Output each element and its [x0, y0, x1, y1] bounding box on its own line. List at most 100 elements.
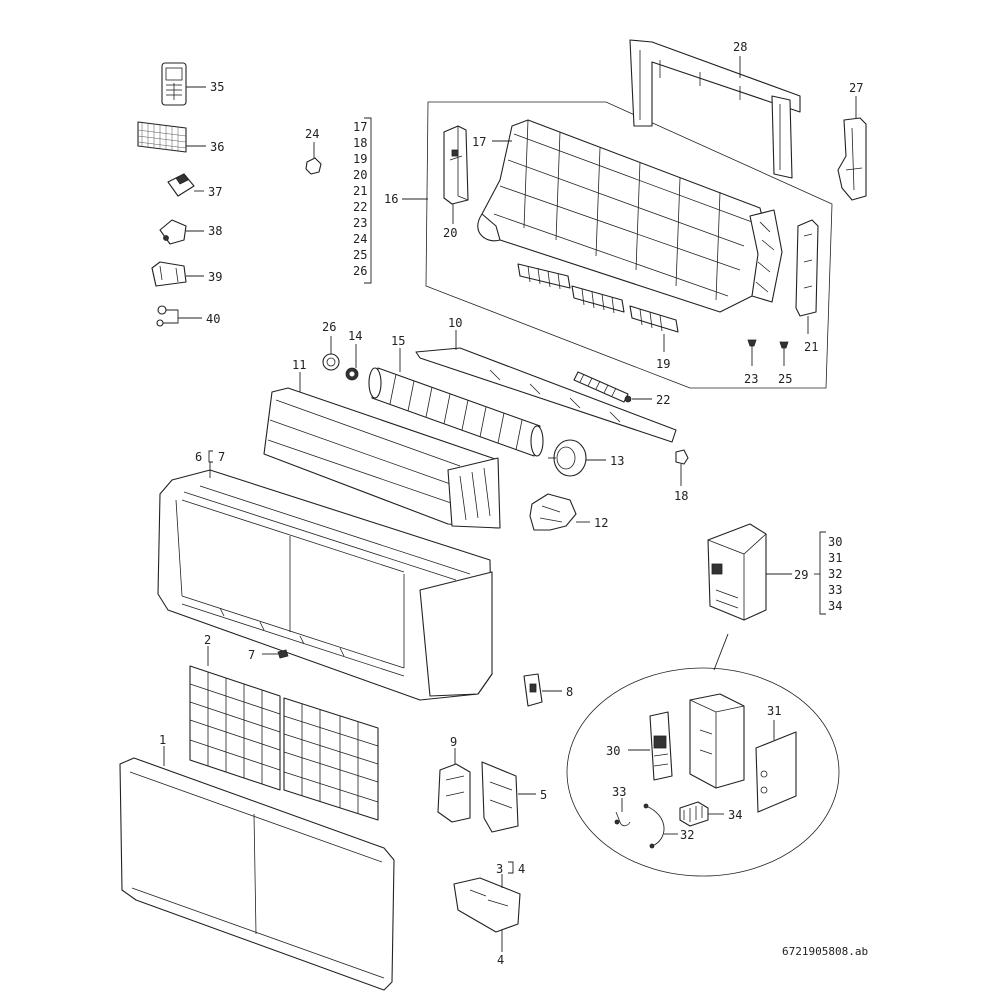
- connector-34: [679, 801, 709, 827]
- heat-exchanger-11: [263, 387, 501, 529]
- label-36: 36: [210, 140, 224, 154]
- bracket-27: [837, 117, 867, 201]
- label-12: 12: [594, 516, 608, 530]
- front-panel-1: [119, 757, 395, 991]
- group-29-list: 30 31 32 33 34: [819, 531, 842, 615]
- screw-25: [779, 341, 789, 366]
- air-filter-2: [189, 665, 379, 821]
- g29-item-1: 30: [828, 535, 842, 549]
- g16-item-9: 25: [353, 248, 367, 262]
- label-29: 29: [794, 568, 808, 582]
- label-20: 20: [443, 226, 457, 240]
- label-4: 4: [497, 953, 504, 967]
- label-28: 28: [733, 40, 747, 54]
- label-9: 9: [450, 735, 457, 749]
- fan-motor-13: [548, 439, 587, 477]
- g29-item-4: 33: [828, 583, 842, 597]
- g16-item-8: 24: [353, 232, 367, 246]
- louvers-19: [517, 263, 679, 333]
- shaft-22: [573, 371, 632, 403]
- label-3: 3: [496, 862, 503, 876]
- g29-item-2: 31: [828, 551, 842, 565]
- pcb-30: [649, 711, 673, 781]
- label-5: 5: [540, 788, 547, 802]
- caps-40: [156, 305, 202, 327]
- g16-item-5: 21: [353, 184, 367, 198]
- side-bracket-21: [795, 219, 819, 317]
- label-26: 26: [322, 320, 336, 334]
- label-33: 33: [612, 785, 626, 799]
- label-2: 2: [204, 633, 211, 647]
- label-40: 40: [206, 312, 220, 326]
- module-9: [437, 763, 471, 823]
- chassis-17: [477, 119, 783, 313]
- label-7-upper: 7: [218, 450, 225, 464]
- label-34: 34: [728, 808, 742, 822]
- clip-7: [277, 649, 289, 659]
- label-17: 17: [472, 135, 486, 149]
- label-4-upper: 4: [518, 862, 525, 876]
- g16-item-7: 23: [353, 216, 367, 230]
- label-35: 35: [210, 80, 224, 94]
- g29-item-3: 32: [828, 567, 842, 581]
- main-housing-6: [157, 469, 493, 701]
- label-22: 22: [656, 393, 670, 407]
- control-box-29: [707, 523, 767, 621]
- terminal-3: [453, 877, 521, 933]
- side-cover-20: [443, 125, 469, 205]
- clip-38: [159, 219, 187, 245]
- sensor-32: [643, 803, 665, 849]
- label-38: 38: [208, 224, 222, 238]
- remote-control-35: [161, 62, 187, 106]
- detail-circle: [566, 667, 840, 877]
- group-16-list: 17 18 19 20 21 22 23 24 25 26: [353, 117, 372, 284]
- label-10: 10: [448, 316, 462, 330]
- screw-23: [747, 339, 757, 366]
- label-24: 24: [305, 127, 319, 141]
- cover-5: [481, 761, 519, 833]
- g16-item-10: 26: [353, 264, 367, 278]
- label-37: 37: [208, 185, 222, 199]
- housing-detail: [689, 693, 745, 789]
- cover-plate-31: [755, 731, 797, 813]
- bracket-39: [151, 261, 187, 287]
- crossflow-fan-15: [368, 367, 544, 457]
- label-19: 19: [656, 357, 670, 371]
- label-30: 30: [606, 744, 620, 758]
- g16-item-3: 19: [353, 152, 367, 166]
- label-13: 13: [610, 454, 624, 468]
- label-15: 15: [391, 334, 405, 348]
- label-27: 27: [849, 81, 863, 95]
- label-1: 1: [159, 733, 166, 747]
- screw-18: [675, 449, 689, 486]
- label-18: 18: [674, 489, 688, 503]
- label-11: 11: [292, 358, 306, 372]
- label-25: 25: [778, 372, 792, 386]
- screw-24: [305, 142, 322, 175]
- bearing-26: [322, 353, 340, 371]
- air-filter-strip-36: [137, 121, 187, 153]
- g16-item-1: 17: [353, 120, 367, 134]
- guide-bar-10: [415, 347, 677, 443]
- mounting-plate-28: [629, 39, 801, 179]
- group-16-frame: [425, 101, 833, 389]
- g16-item-4: 20: [353, 168, 367, 182]
- label-8: 8: [566, 685, 573, 699]
- document-reference: 6721905808.ab: [782, 945, 868, 958]
- label-39: 39: [208, 270, 222, 284]
- label-21: 21: [804, 340, 818, 354]
- label-14: 14: [348, 329, 362, 343]
- wire-33: [614, 811, 631, 827]
- label-16: 16: [384, 192, 398, 206]
- bushing-14: [345, 367, 359, 381]
- g16-item-6: 22: [353, 200, 367, 214]
- label-6: 6: [195, 450, 202, 464]
- motor-holder-12: [529, 493, 577, 531]
- bracket-8: [523, 673, 543, 707]
- label-7: 7: [248, 648, 255, 662]
- g16-item-2: 18: [353, 136, 367, 150]
- label-23: 23: [744, 372, 758, 386]
- label-31: 31: [767, 704, 781, 718]
- label-32: 32: [680, 828, 694, 842]
